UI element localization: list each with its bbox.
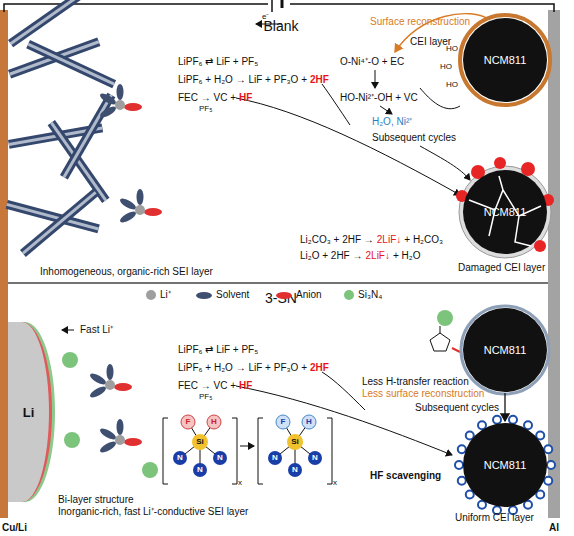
node-text: NCM811 [484, 206, 527, 218]
text-label: Surface reconstruction [370, 16, 470, 28]
text-label: Uniform CEI layer [455, 512, 534, 524]
node-text: Li [23, 405, 35, 420]
text-label: LiPF₆ ⇄ LiF + PF₅ [178, 56, 258, 68]
text-label: HF [239, 380, 252, 392]
text-label: Inorganic-rich, fast Li⁺-conductive SEI … [58, 506, 248, 518]
edge-label: Subsequent cycles [415, 402, 499, 414]
text-label: e⁻ [262, 12, 269, 21]
cathode-particle: NCM811 [463, 18, 547, 102]
text-label: N [217, 453, 223, 462]
text-label: N [197, 465, 203, 474]
cathode-particle: NCM811 [463, 423, 547, 507]
text-label: F [281, 417, 286, 426]
legend-swatch [344, 290, 354, 300]
text-label: HF scavenging [370, 470, 441, 482]
text-label: HO [440, 62, 452, 71]
connector-arrow [504, 393, 505, 421]
legend-text: Anion [296, 289, 322, 301]
text-label: N [292, 465, 298, 474]
legend-text: Si₃N₄ [358, 289, 382, 301]
text-label: Bi-layer structure [58, 494, 134, 506]
text-label: CEI layer [410, 36, 451, 48]
node-text: NCM811 [484, 54, 527, 66]
text-label: x [333, 478, 337, 487]
text-label: N [272, 453, 278, 462]
text-label: Cu/Li [2, 522, 27, 534]
text-label: LiPF₆ + H₂O → LiF + PF₃O + [178, 74, 307, 86]
node-text: NCM811 [484, 344, 527, 356]
text-label: Fast Li⁺ [80, 324, 113, 336]
text-label: F [186, 417, 191, 426]
text-label: 2LiF↓ [366, 250, 390, 262]
legend-swatch [146, 290, 156, 300]
text-label: Li₂O + 2HF → [300, 250, 363, 262]
node-text: NCM811 [484, 459, 527, 471]
lithium-electrode: Li [8, 322, 52, 502]
text-label: Si [196, 437, 204, 446]
text-label: FEC → VC + [178, 380, 236, 392]
cathode-particle: NCM811 [463, 308, 547, 392]
text-label: 2LiF↓ [377, 234, 401, 246]
text-label: FEC → VC + [178, 92, 236, 104]
text-label: Al [549, 522, 559, 534]
panel-band: BlankNCM811NCM811 [14, 14, 548, 282]
text-label: + H₂CO₃ [404, 234, 443, 246]
text-label: 2HF [310, 362, 329, 374]
text-label: Less H-transfer reaction [362, 376, 469, 388]
text-label: N [312, 453, 318, 462]
text-label: H₂O, Ni²⁺ [372, 116, 412, 128]
text-label: x [238, 478, 242, 487]
text-label: H [211, 417, 217, 426]
legend-swatch [196, 292, 212, 299]
text-label: HO [446, 44, 458, 53]
text-label: Si [291, 437, 299, 446]
legend-text: Solvent [216, 289, 249, 301]
text-label: LiPF₆ + H₂O → LiF + PF₃O + [178, 362, 307, 374]
text-label: O-Ni⁴⁺-O + EC [340, 56, 404, 68]
text-label: H [306, 417, 312, 426]
text-label: Subsequent cycles [372, 132, 456, 144]
text-label: PF₅ [199, 392, 212, 401]
text-label: PF₅ [199, 104, 212, 113]
text-label: HO-Ni²⁺-OH + VC [340, 92, 418, 104]
cathode-particle: NCM811 [463, 170, 547, 254]
text-label: 2HF [310, 74, 329, 86]
text-label: LiPF₆ ⇄ LiF + PF₅ [178, 344, 258, 356]
text-label: HO [446, 80, 458, 89]
text-label: Li₂CO₃ + 2HF → [300, 234, 374, 246]
text-label: Less surface reconstruction [362, 388, 484, 400]
text-label: HF [239, 92, 252, 104]
text-label: + H₂O [393, 250, 421, 262]
text-label: Inhomogeneous, organic-rich SEI layer [40, 266, 213, 278]
legend-text: Li⁺ [160, 289, 171, 301]
legend-swatch [276, 292, 292, 299]
text-label: N [177, 453, 183, 462]
text-label: Damaged CEI layer [458, 262, 545, 274]
